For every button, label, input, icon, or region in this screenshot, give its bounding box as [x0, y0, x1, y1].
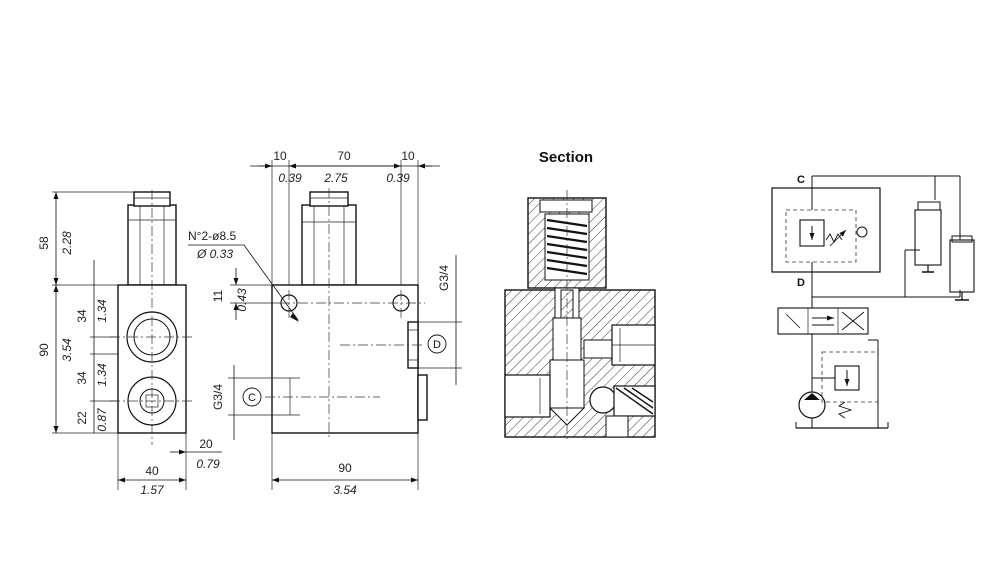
- dim-body-height: 90: [37, 343, 51, 357]
- holes-note: N°2-ø8.5: [188, 229, 236, 243]
- front-view-dimensions: 10 0.39 70 2.75 10 0.39 N°2-ø8.5 Ø 0.33 …: [188, 149, 462, 497]
- dim-side-width: 40: [145, 464, 159, 478]
- dim-side-depth: 20: [199, 437, 213, 451]
- holes-note-in: Ø 0.33: [196, 247, 233, 261]
- dim-side-depth-in: 0.79: [196, 457, 220, 471]
- dim-cart-height: 58: [37, 236, 51, 250]
- port-d-label: D: [433, 339, 441, 351]
- dim-thread-d: G3/4: [437, 265, 451, 291]
- hydraulic-schematic: C D: [771, 174, 975, 429]
- dim-hole-offset-in: 0.43: [235, 288, 249, 312]
- schematic-port-c: C: [797, 174, 805, 186]
- dim-thread-c: G3/4: [211, 384, 225, 410]
- dim-front-width-in: 3.54: [333, 483, 357, 497]
- dim-cart-height-in: 2.28: [60, 231, 74, 256]
- side-view: [110, 190, 194, 445]
- dim-lower-port: 22: [75, 411, 89, 425]
- dim-hole-offset: 11: [211, 289, 225, 302]
- section-view: [504, 190, 656, 440]
- front-view: [265, 188, 428, 440]
- dim-top-mid: 70: [337, 149, 351, 163]
- dim-top-left-in: 0.39: [278, 171, 302, 185]
- dim-top-right: 10: [401, 149, 415, 163]
- schematic-port-d: D: [797, 277, 805, 289]
- dim-body-height-in: 3.54: [60, 338, 74, 362]
- dim-side-width-in: 1.57: [140, 483, 165, 497]
- section-title: Section: [539, 149, 593, 166]
- dim-top-mid-in: 2.75: [323, 171, 348, 185]
- dim-lower-port-in: 0.87: [95, 407, 109, 432]
- port-d-marker: [427, 334, 447, 354]
- dim-top-left: 10: [273, 149, 287, 163]
- dim-top-right-in: 0.39: [386, 171, 410, 185]
- dim-upper-port: 34: [75, 309, 89, 323]
- port-c-marker: [242, 387, 262, 407]
- dim-upper-port-in: 1.34: [95, 299, 109, 323]
- port-c-label: C: [248, 392, 256, 404]
- dim-front-width: 90: [338, 461, 352, 475]
- dim-mid-port: 34: [75, 371, 89, 385]
- side-view-dimensions: 58 2.28 90 3.54 34 1.34 34 1.34 22 0.87 …: [37, 191, 222, 497]
- dim-mid-port-in: 1.34: [95, 363, 109, 387]
